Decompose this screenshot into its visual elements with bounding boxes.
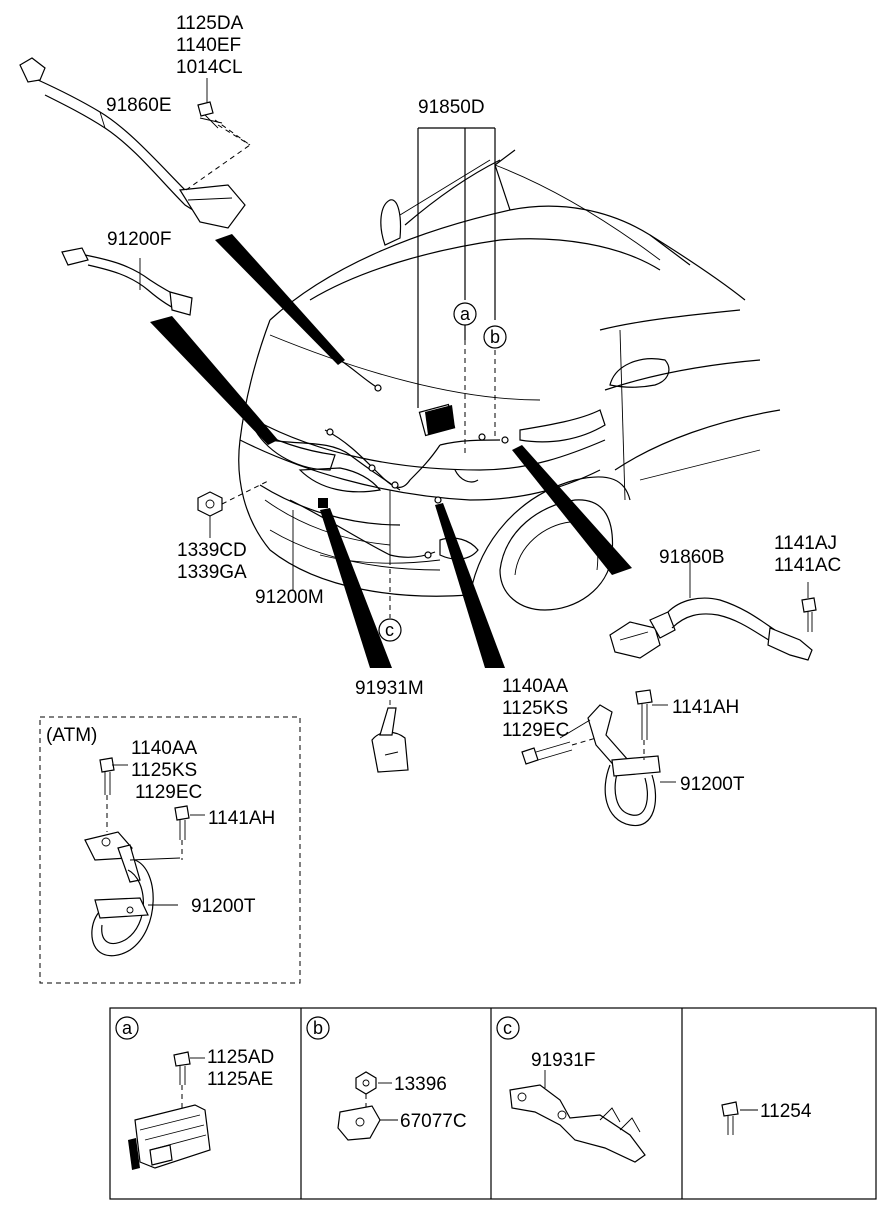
label-91850d: 91850D [418, 97, 485, 118]
label-91200f: 91200F [107, 229, 171, 250]
label-91931m: 91931M [355, 678, 424, 699]
label-mid-1: 1140AA [502, 676, 569, 697]
atm-box-frame [39, 716, 301, 984]
labels: 1125DA 1140EF 1014CL 91860E 91850D 91200… [46, 13, 841, 1132]
panel-b-label-1: 13396 [394, 1074, 447, 1095]
bracket-91931m [371, 700, 409, 773]
panel-a-part [128, 1051, 211, 1170]
atm-title: (ATM) [46, 725, 97, 746]
atm-label-2: 1125KS [131, 760, 197, 781]
label-bolt-top-2: 1140EF [176, 35, 241, 56]
atm-label-1: 1140AA [131, 738, 198, 759]
circle-c-text: c [385, 620, 394, 640]
cable-91200f [61, 247, 193, 316]
label-1141aj: 1141AJ [774, 533, 837, 554]
battery-cable-91860e [19, 57, 251, 229]
ground-cable-right [521, 689, 676, 827]
label-91860b: 91860B [659, 547, 725, 568]
label-91200m: 91200M [255, 587, 324, 608]
panel-a-letter: a [122, 1018, 133, 1038]
label-nut-1: 1339CD [177, 540, 247, 561]
panel-b-letter: b [313, 1018, 323, 1038]
car-body [238, 149, 781, 611]
panel-b-label-2: 67077C [400, 1111, 467, 1132]
nut-1339cd [197, 479, 271, 538]
circle-a-text: a [460, 304, 471, 324]
bolt-1141aj [801, 582, 817, 632]
label-mid-2: 1125KS [502, 698, 568, 719]
label-1141ac: 1141AC [774, 555, 841, 576]
engine-harness [269, 359, 509, 559]
battery-cable-91860b [609, 560, 813, 661]
atm-label-cable: 91200T [191, 896, 256, 917]
atm-label-bolt: 1141AH [208, 808, 275, 829]
label-91860e: 91860E [106, 95, 172, 116]
label-nut-2: 1339GA [177, 562, 247, 583]
panel-d-part [721, 1101, 758, 1135]
panel-b-part [337, 1071, 398, 1141]
leaders-91850d [378, 127, 507, 642]
label-1141ah: 1141AH [672, 697, 739, 718]
atm-label-3: 1129EC [135, 782, 202, 803]
leader-wedges [150, 234, 632, 668]
atm-parts [84, 757, 205, 957]
bolt-top [197, 78, 251, 146]
panel-a-label-1: 1125AD [207, 1047, 274, 1068]
detail-table [109, 1007, 877, 1200]
label-mid-3: 1129EC [502, 720, 569, 741]
panel-c-part [509, 1070, 646, 1163]
label-91200t: 91200T [680, 774, 745, 795]
label-bolt-top-3: 1014CL [176, 57, 243, 78]
label-bolt-top-1: 1125DA [176, 13, 244, 34]
panel-c-letter: c [503, 1018, 512, 1038]
panel-a-label-2: 1125AE [207, 1069, 273, 1090]
panel-c-label-1: 91931F [531, 1050, 595, 1071]
circle-b-text: b [490, 327, 500, 347]
panel-d-label-1: 11254 [760, 1101, 812, 1122]
